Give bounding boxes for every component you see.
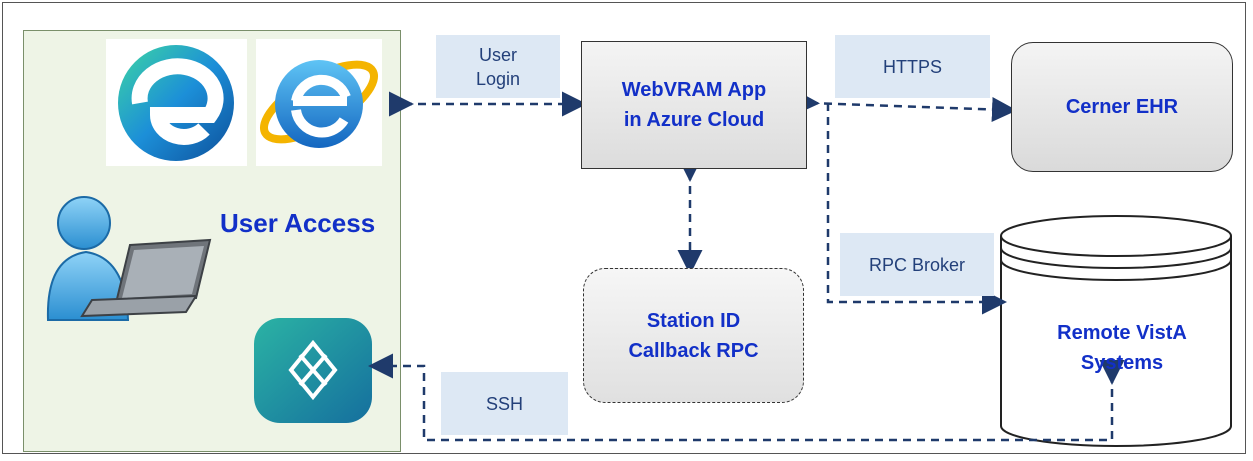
user-access-label: User Access <box>220 208 376 238</box>
webvram-app-label: WebVRAM App in Azure Cloud <box>621 79 767 131</box>
edge-label-ssh: SSH <box>441 372 568 435</box>
edge-label-ssh-text: SSH <box>485 393 523 414</box>
station-id-callback-label: Station ID Callback RPC <box>628 309 759 362</box>
edge-label-https: HTTPS <box>835 35 990 98</box>
edge-label-rpc-broker: RPC Broker <box>840 233 994 296</box>
connector-rpc-broker <box>826 103 1007 315</box>
remote-vista-label-text: Remote VistA Systems <box>1057 322 1187 374</box>
webvram-app-node: WebVRAM App in Azure Cloud <box>581 41 807 169</box>
edge-label-user-login: User Login <box>436 35 560 98</box>
connectors <box>368 89 1125 442</box>
ssh-client-app-icon <box>254 318 372 423</box>
cerner-ehr-node: Cerner EHR <box>1011 42 1233 172</box>
edge-label-user-login-text: User Login <box>475 44 521 89</box>
connector-https <box>794 89 1017 122</box>
connector-ssh <box>368 353 1125 442</box>
station-id-callback-node: Station ID Callback RPC <box>583 268 804 403</box>
edge-label-https-text: HTTPS <box>882 56 942 77</box>
internet-explorer-icon <box>256 39 382 166</box>
database-cylinder-icon <box>1000 215 1232 447</box>
edge-browser-icon <box>106 39 247 166</box>
cerner-ehr-label: Cerner EHR <box>1065 96 1179 118</box>
edge-label-rpc-broker-text: RPC Broker <box>868 254 966 275</box>
remote-vista-label: Remote VistA Systems <box>1012 318 1232 378</box>
user-laptop-icon <box>46 196 212 321</box>
